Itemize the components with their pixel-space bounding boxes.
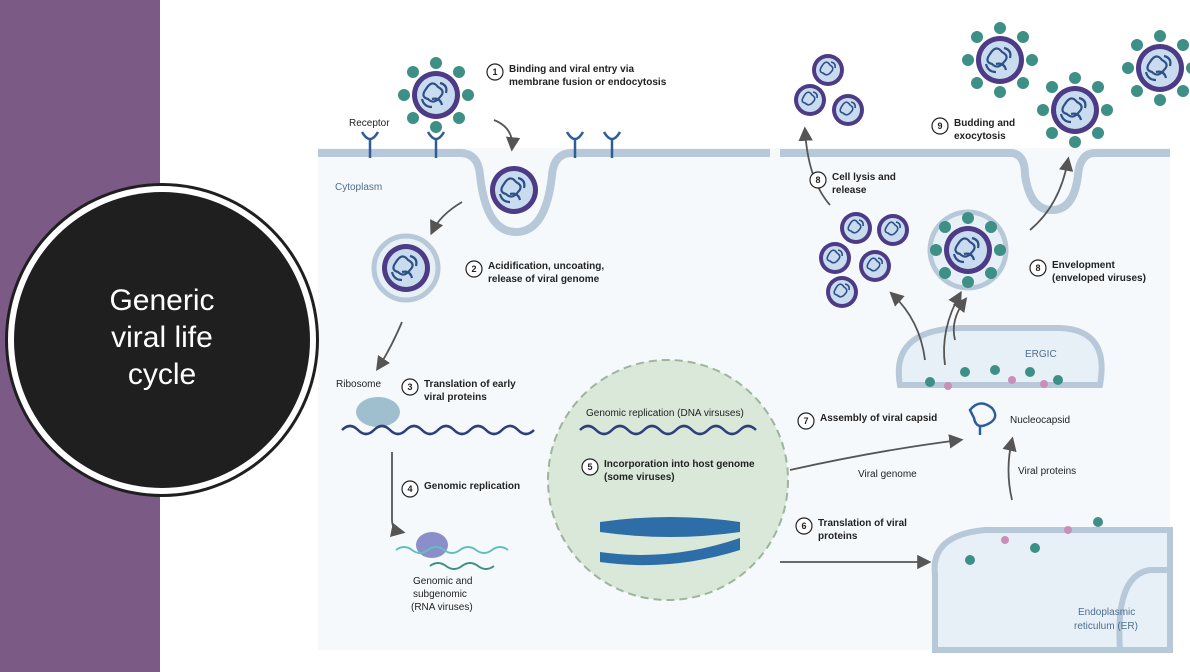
- rna-label-line3: (RNA viruses): [411, 602, 473, 613]
- chromosome-icon: [600, 517, 740, 566]
- step-labels: 1 Binding and viral entry via membrane fus…: [401, 63, 1146, 542]
- step-text-line2: exocytosis: [954, 131, 1006, 142]
- rna-strand: [395, 546, 509, 554]
- step-text-line1: Incorporation into host genome: [604, 459, 755, 470]
- step-text-line1: Cell lysis and: [832, 172, 896, 183]
- step-text-line1: Binding and viral entry via: [509, 64, 634, 75]
- dna-replication-label: Genomic replication (DNA virsuses): [586, 408, 744, 419]
- slide-title: Generic viral life cycle: [109, 284, 215, 391]
- step-number-circle: [401, 480, 419, 498]
- step-number-circle: [401, 378, 419, 396]
- step-7: 7 Assembly of viral capsid: [797, 412, 937, 430]
- step-10: 9 Budding and exocytosis: [931, 117, 1015, 142]
- er-compartment: [931, 527, 1173, 653]
- step-text-line2: (some viruses): [604, 472, 675, 483]
- step-text-line2: membrane fusion or endocytosis: [509, 77, 667, 88]
- ribosome-icon: [356, 397, 400, 427]
- step-number-circle: [931, 117, 949, 135]
- step-number: 9: [937, 121, 942, 131]
- nucleocapsid-icon: [968, 402, 997, 435]
- step-number: 8: [815, 175, 820, 185]
- step-text-line2: viral proteins: [424, 392, 487, 403]
- step-number-circle: [486, 63, 504, 81]
- step-text-line1: Translation of viral: [818, 518, 907, 529]
- step-number: 5: [587, 462, 592, 472]
- ergic-label: ERGIC: [1025, 349, 1057, 360]
- step-number-circle: [465, 260, 483, 278]
- step-number-circle: [797, 412, 815, 430]
- step-text-line1: Envelopment: [1052, 260, 1115, 271]
- step-5: 5 Incorporation into host genome (some vir…: [581, 458, 755, 483]
- step-1: 1 Binding and viral entry via membrane fus…: [486, 63, 667, 88]
- dna-strand: [579, 424, 757, 436]
- rna-strand: [429, 562, 495, 570]
- endocytosed-virus: [488, 164, 540, 216]
- step-number: 2: [471, 264, 476, 274]
- lysis-virus: [831, 93, 865, 127]
- enveloped-virus: [930, 212, 1006, 288]
- step-number-circle: [581, 458, 599, 476]
- step-number: 6: [801, 521, 806, 531]
- viral-proteins-label: Viral proteins: [1018, 466, 1076, 477]
- receptor-icons: [360, 131, 622, 158]
- step-number: 4: [407, 484, 412, 494]
- flow-arrows: [376, 119, 1074, 570]
- step-text-line1: Acidification, uncoating,: [488, 261, 604, 272]
- membrane-proteins: [925, 365, 1103, 565]
- cell-membrane-left: [318, 149, 770, 237]
- step-8: 8 Cell lysis and release: [809, 171, 896, 196]
- step-text-line1: Genomic replication: [424, 481, 520, 492]
- ergic-compartment: [895, 325, 1105, 388]
- membrane-proteins-pink: [944, 376, 1072, 544]
- viral-genome-label: Viral genome: [858, 469, 917, 480]
- uncoating-virus: [380, 242, 432, 294]
- step-number-circle: [795, 517, 813, 535]
- step-text-line2: (enveloped viruses): [1052, 273, 1146, 284]
- step-number: 7: [803, 416, 808, 426]
- step-3: 3 Translation of early viral proteins: [401, 378, 516, 403]
- step-text-line2: release: [832, 185, 867, 196]
- replicase-icon: [416, 532, 448, 558]
- budding-virus: [1037, 72, 1113, 148]
- step-number-circle: [1029, 259, 1047, 277]
- er-fold: [1116, 567, 1170, 651]
- step-number-circle: [809, 171, 827, 189]
- er-label-line1: Endoplasmic: [1078, 607, 1135, 618]
- lysis-virus: [876, 213, 910, 247]
- released-virus: [962, 22, 1038, 98]
- receptor-label: Receptor: [349, 118, 390, 129]
- cell-membrane-right: [780, 149, 1170, 215]
- step-6: 6 Translation of viral proteins: [795, 517, 907, 542]
- lysis-virus: [811, 53, 845, 87]
- entering-virus: [398, 57, 474, 133]
- step-text-line1: Budding and: [954, 118, 1015, 129]
- step-number: 3: [407, 382, 412, 392]
- lysis-virus: [825, 275, 859, 309]
- step-text-line1: Translation of early: [424, 379, 516, 390]
- er-label-line2: reticulum (ER): [1074, 621, 1138, 632]
- step-4: 4 Genomic replication: [401, 480, 520, 498]
- cytoplasm-label: Cytoplasm: [335, 182, 382, 193]
- ribosome-label: Ribosome: [336, 379, 381, 390]
- mrna-strand: [341, 424, 535, 436]
- lysis-virus: [858, 249, 892, 283]
- step-number: 8: [1035, 263, 1040, 273]
- step-text-line2: release of viral genome: [488, 274, 600, 285]
- nucleus: [547, 359, 789, 601]
- step-9: 8 Envelopment (enveloped viruses): [1029, 259, 1146, 284]
- nucleocapsid-label: Nucleocapsid: [1010, 415, 1070, 426]
- rna-label-line2: subgenomic: [413, 589, 467, 600]
- lysis-virus: [818, 241, 852, 275]
- title-disc: [14, 192, 310, 488]
- step-number: 1: [492, 67, 497, 77]
- step-text-line2: proteins: [818, 531, 858, 542]
- rna-label-line1: Genomic and: [413, 576, 472, 587]
- lysis-virus: [839, 211, 873, 245]
- step-2: 2 Acidification, uncoating, release of vir…: [465, 260, 604, 285]
- lysis-virus: [793, 83, 827, 117]
- step-text-line1: Assembly of viral capsid: [820, 413, 937, 424]
